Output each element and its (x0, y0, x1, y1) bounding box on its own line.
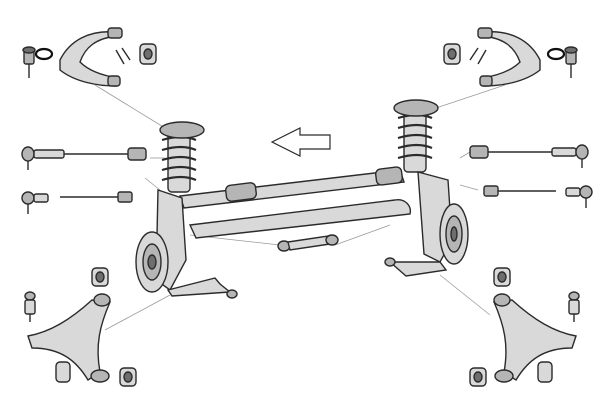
strut-right (393, 99, 439, 173)
stabilizer-link (277, 234, 339, 252)
bushing-bottom-left (91, 267, 109, 287)
bushings-bottom-right (469, 361, 553, 387)
lower-link-right (384, 257, 448, 277)
lower-control-arm-left (27, 293, 112, 383)
upper-control-arm-right (477, 27, 541, 87)
tie-rod-end-right (483, 185, 593, 208)
ball-joint-bottom-left (24, 291, 36, 322)
bushing-top-right (443, 43, 461, 65)
hub-right (439, 203, 469, 265)
ball-joint-top-right (564, 46, 578, 78)
hub-left (135, 231, 169, 293)
ball-joint-top-left (22, 46, 36, 78)
lower-link-left (166, 277, 238, 299)
forward-arrow-icon (270, 127, 331, 157)
lower-control-arm-right (492, 293, 577, 383)
tie-rod-right (469, 144, 589, 168)
bushings-bottom-left (55, 361, 137, 387)
lower-cross-member (188, 199, 412, 239)
bushing-bottom-right (493, 267, 511, 287)
ball-joint-bottom-right (568, 291, 580, 322)
bolts-top-left (115, 47, 131, 65)
bushing-top-left (139, 43, 157, 65)
upper-control-arm-left (59, 27, 123, 87)
steering-rack (179, 166, 405, 209)
seal-ring-top-left (34, 47, 54, 61)
tie-rod-left (21, 146, 147, 170)
strut-left (159, 121, 205, 193)
tie-rod-end-left (21, 191, 133, 214)
bolts-top-right (469, 47, 487, 65)
seal-ring-top-right (546, 47, 566, 61)
